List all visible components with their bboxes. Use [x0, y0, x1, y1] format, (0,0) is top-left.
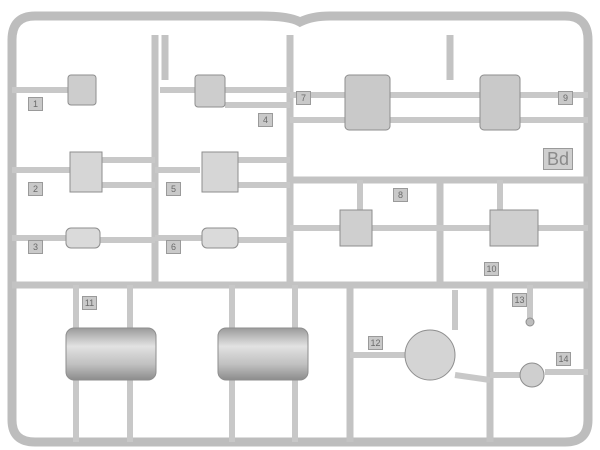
part-number-9: 9 — [558, 91, 573, 105]
part-number-5: 5 — [166, 182, 181, 196]
part-number-6: 6 — [166, 240, 181, 254]
part-number-10: 10 — [484, 262, 499, 276]
part-number-2: 2 — [28, 182, 43, 196]
part-number-3: 3 — [28, 240, 43, 254]
part-number-1: 1 — [28, 97, 43, 111]
parts — [65, 74, 545, 388]
part-number-8: 8 — [393, 188, 408, 202]
part-number-7: 7 — [296, 91, 311, 105]
gates — [12, 87, 588, 442]
part-number-12: 12 — [368, 336, 383, 350]
part-number-14: 14 — [556, 352, 571, 366]
part-number-13: 13 — [512, 293, 527, 307]
part-number-4: 4 — [258, 113, 273, 127]
part-number-11: 11 — [82, 296, 97, 310]
sprue-code-label: Bd — [543, 148, 574, 170]
